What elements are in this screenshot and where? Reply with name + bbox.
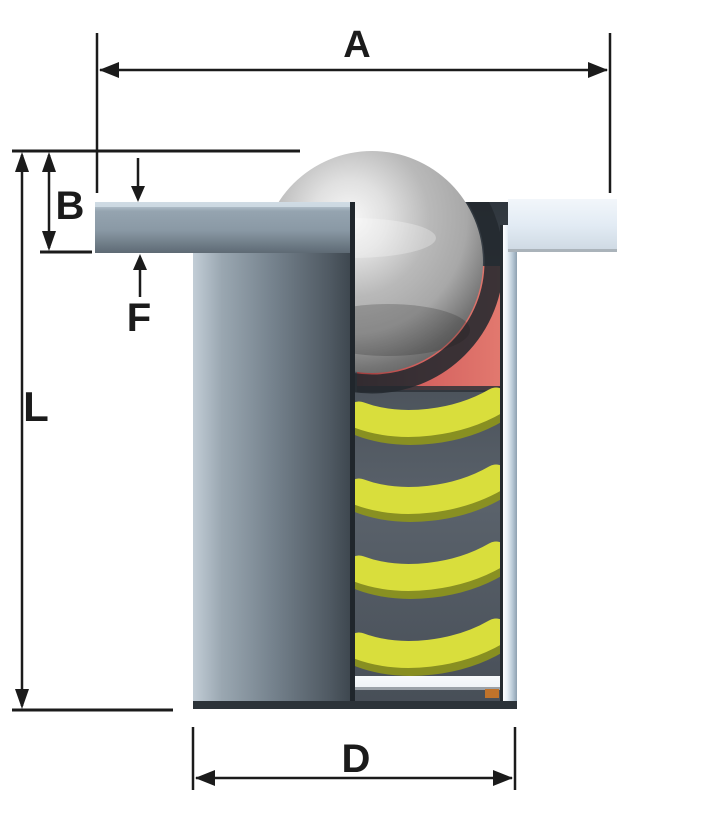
dim-d-arrowhead-left xyxy=(195,770,215,786)
dim-f xyxy=(131,158,147,297)
dim-a-arrowhead-right xyxy=(588,62,608,78)
housing-assembly xyxy=(95,151,617,709)
spring xyxy=(345,387,511,676)
dim-a xyxy=(95,33,612,193)
flange-left xyxy=(95,202,353,253)
dim-a-arrowhead-left xyxy=(99,62,119,78)
dim-f-arrowhead-down xyxy=(131,186,145,202)
spring-coil xyxy=(345,541,510,591)
cylinder-wall xyxy=(193,253,353,709)
dim-d-label: D xyxy=(342,737,371,781)
seal-orange xyxy=(485,689,499,698)
dim-l-arrowhead-bottom xyxy=(15,689,29,709)
dim-b-arrowhead-top xyxy=(42,152,56,172)
flange-right xyxy=(508,199,617,252)
support-washer-edge xyxy=(350,687,503,690)
dim-l-arrowhead-top xyxy=(15,152,29,172)
dim-f-arrowhead-up xyxy=(133,254,147,270)
support-washer xyxy=(350,676,503,689)
spring-coils xyxy=(345,387,510,668)
cylinder-bottom-edge xyxy=(193,701,517,709)
dim-b xyxy=(40,152,92,254)
cut-edge-line xyxy=(350,202,355,709)
dim-d-arrowhead-right xyxy=(493,770,513,786)
flange-left-top-highlight xyxy=(95,202,353,207)
flange-right-bottom-edge xyxy=(508,249,617,252)
ball-shadow-ring xyxy=(353,202,504,394)
dim-l-label: L xyxy=(23,383,49,430)
spring-coil xyxy=(345,618,510,668)
spring-coil xyxy=(345,387,510,437)
dim-b-arrowhead-bottom xyxy=(42,231,56,251)
dimension-lines xyxy=(12,33,612,790)
dim-l xyxy=(15,152,29,709)
spring-coil xyxy=(345,464,510,514)
dim-f-label: F xyxy=(127,296,151,340)
dim-d xyxy=(191,727,517,790)
cup-wall-section xyxy=(503,225,517,703)
dim-b-label: B xyxy=(56,184,85,228)
dim-a-label: A xyxy=(343,24,370,66)
dimension-labels: A B F L D xyxy=(23,24,371,781)
cup-wall-edge-line xyxy=(500,225,503,703)
pressure-piece-bottom-edge xyxy=(357,386,502,392)
